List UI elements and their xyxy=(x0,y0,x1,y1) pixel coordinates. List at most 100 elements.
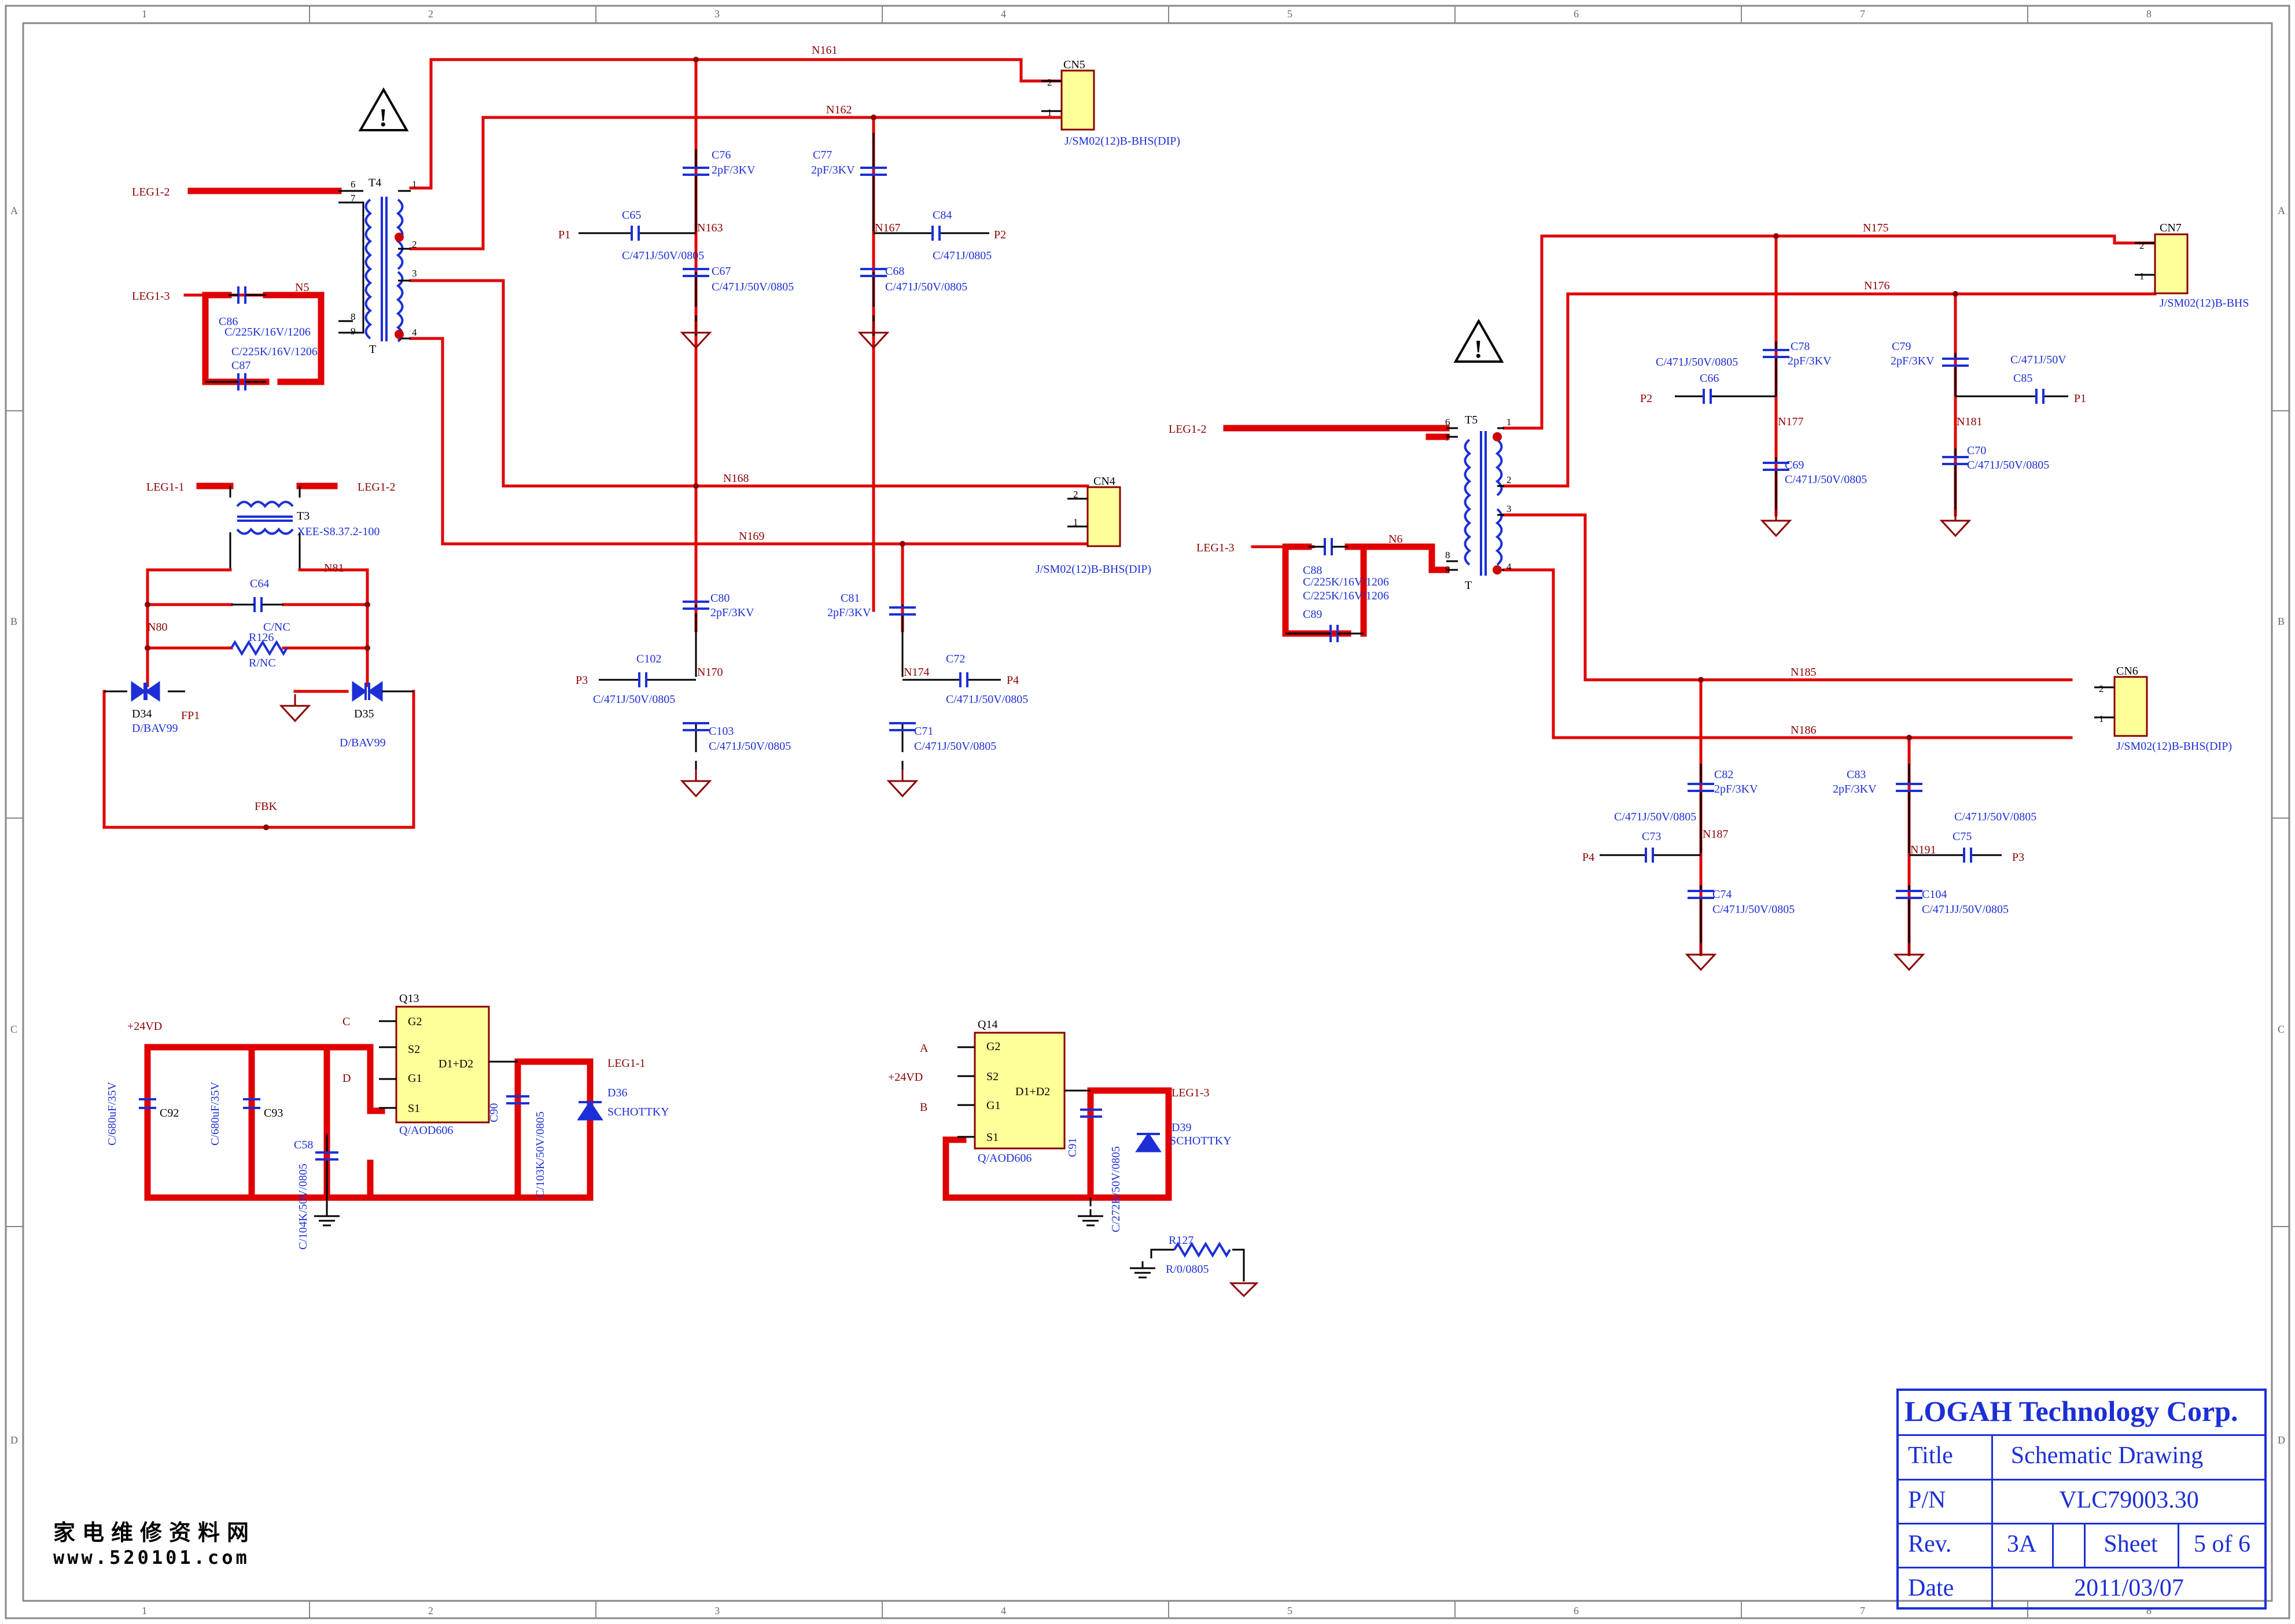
hv-cap-column-c81: C81 2pF/3KV N174 C72 C/471J/50V/0805 C71… xyxy=(827,592,1028,797)
svg-text:C/NC: C/NC xyxy=(263,621,290,634)
port-leg1-1: LEG1-1 xyxy=(146,481,185,494)
row-label: D xyxy=(2278,1434,2285,1446)
svg-text:N181: N181 xyxy=(1957,415,1982,428)
svg-text:FBK: FBK xyxy=(255,800,277,813)
svg-text:C75: C75 xyxy=(1953,830,1972,843)
connector-cn7: CN7 21 J/SM02(12)B-BHS xyxy=(2135,222,2249,310)
svg-text:C67: C67 xyxy=(712,265,731,278)
svg-text:N186: N186 xyxy=(1791,724,1816,736)
svg-text:XEE-S8.37.2-100: XEE-S8.37.2-100 xyxy=(297,525,380,538)
net-label: N161 xyxy=(812,44,837,57)
svg-text:R126: R126 xyxy=(249,631,274,644)
svg-text:2pF/3KV: 2pF/3KV xyxy=(811,164,855,176)
svg-text:2pF/3KV: 2pF/3KV xyxy=(710,606,754,619)
port-leg1-3: LEG1-3 xyxy=(1196,542,1235,554)
svg-text:C71: C71 xyxy=(914,725,933,738)
port-leg1-3: LEG1-3 xyxy=(1172,1087,1210,1099)
svg-text:C92: C92 xyxy=(160,1107,179,1120)
svg-text:SCHOTTKY: SCHOTTKY xyxy=(1170,1135,1232,1147)
svg-text:6: 6 xyxy=(1445,417,1450,428)
svg-text:S1: S1 xyxy=(408,1102,420,1115)
row-label: D xyxy=(10,1434,18,1446)
svg-text:T3: T3 xyxy=(297,510,310,522)
watermark-text: 家电维修资料网 xyxy=(53,1520,256,1545)
hv-cap-column-c76: C76 2pF/3KV C65 C/471J/50V/0805 N163 C67… xyxy=(558,149,794,349)
port-24v: +24VD xyxy=(127,1020,162,1033)
svg-text:C80: C80 xyxy=(710,592,730,605)
svg-text:C/225K/16V/1206: C/225K/16V/1206 xyxy=(231,345,318,358)
svg-text:C93: C93 xyxy=(264,1107,283,1120)
svg-text:7: 7 xyxy=(351,193,356,204)
port-a: A xyxy=(920,1042,929,1055)
svg-text:C89: C89 xyxy=(1303,608,1322,621)
designator: T xyxy=(369,343,376,356)
svg-text:C/103K/50V/0805: C/103K/50V/0805 xyxy=(534,1111,547,1198)
sheet-frame: 1 2 3 4 5 6 7 8 1 2 3 4 5 6 7 8 A B C D … xyxy=(5,5,2290,1619)
pn-label: P/N xyxy=(1908,1487,1946,1513)
svg-text:2pF/3KV: 2pF/3KV xyxy=(1833,783,1877,796)
svg-text:C87: C87 xyxy=(231,359,251,372)
svg-text:C102: C102 xyxy=(636,653,661,665)
hv-cap-column-c82: C82 2pF/3KV C/471J/50V/0805 C73 N187 C74… xyxy=(1582,764,1795,971)
svg-text:C90: C90 xyxy=(488,1103,500,1122)
svg-text:C82: C82 xyxy=(1714,768,1733,781)
svg-text:C/225K/16V/1206: C/225K/16V/1206 xyxy=(224,326,311,338)
svg-text:R127: R127 xyxy=(1169,1234,1193,1247)
col-label: 4 xyxy=(1001,1605,1006,1616)
svg-text:N80: N80 xyxy=(148,621,167,634)
svg-text:C/471J/50V/0805: C/471J/50V/0805 xyxy=(622,249,704,262)
svg-text:R/NC: R/NC xyxy=(249,657,276,669)
svg-text:CN5: CN5 xyxy=(1063,58,1085,71)
col-label: 7 xyxy=(1860,8,1865,20)
svg-text:2: 2 xyxy=(412,239,417,250)
port-p3: P3 xyxy=(576,674,588,687)
row-label: A xyxy=(10,205,18,216)
svg-text:N176: N176 xyxy=(1864,279,1889,292)
port-fp1: FP1 xyxy=(181,709,200,722)
net-label: N168 xyxy=(723,472,749,485)
svg-text:C66: C66 xyxy=(1700,372,1719,385)
sheet-label: Sheet xyxy=(2104,1531,2158,1557)
connector-cn6: CN6 21 J/SM02(12)B-BHS(DIP) xyxy=(2094,665,2232,753)
svg-text:C84: C84 xyxy=(933,209,952,222)
svg-text:SCHOTTKY: SCHOTTKY xyxy=(607,1106,669,1118)
col-label: 6 xyxy=(1574,8,1579,20)
title-value: Schematic Drawing xyxy=(2010,1442,2204,1469)
svg-text:C64: C64 xyxy=(250,577,269,590)
t4-output-network: N161 N162 N168 N169 xyxy=(409,44,1089,632)
svg-text:G2: G2 xyxy=(408,1015,422,1028)
warning-icon: ! xyxy=(358,87,409,132)
svg-text:C/471J/50V/0805: C/471J/50V/0805 xyxy=(885,281,967,293)
col-label: 4 xyxy=(1001,8,1006,20)
hv-cap-column-c77: C77 2pF/3KV N167 C84 C/471J/0805 C68 C/4… xyxy=(811,133,1006,349)
net-label: N162 xyxy=(826,104,852,116)
svg-text:S1: S1 xyxy=(986,1131,999,1144)
rev-value: 3A xyxy=(2006,1531,2037,1557)
svg-text:C/471J/50V/0805: C/471J/50V/0805 xyxy=(1785,473,1867,486)
svg-text:C58: C58 xyxy=(294,1139,313,1151)
svg-text:J/SM02(12)B-BHS(DIP): J/SM02(12)B-BHS(DIP) xyxy=(1064,135,1180,148)
svg-text:N175: N175 xyxy=(1863,222,1888,234)
col-label: 7 xyxy=(1860,1605,1865,1616)
port-p2: P2 xyxy=(994,229,1006,241)
svg-text:C/471J/50V/0805: C/471J/50V/0805 xyxy=(946,693,1028,706)
svg-text:N187: N187 xyxy=(1703,828,1728,841)
q14-driver: Q14 G2 S2 G1 S1 D1+D2 Q/AOD606 A +24VD B… xyxy=(888,1018,1259,1298)
svg-text:N177: N177 xyxy=(1778,415,1803,428)
svg-text:Q/AOD606: Q/AOD606 xyxy=(978,1152,1032,1165)
hv-cap-column-c79: C79 2pF/3KV C/471J/50V C85 N181 C70 C/47… xyxy=(1891,340,2086,537)
watermark-url: www.520101.com xyxy=(53,1546,250,1568)
designator: T4 xyxy=(369,176,381,189)
svg-text:D35: D35 xyxy=(354,708,374,720)
port-c: C xyxy=(342,1015,350,1028)
svg-text:C72: C72 xyxy=(946,653,965,665)
svg-text:C/471J/50V/0805: C/471J/50V/0805 xyxy=(1954,811,2036,823)
capacitors-c86-c87: C86 C/225K/16V/1206 C/225K/16V/1206 C87 xyxy=(202,286,325,391)
svg-text:C86: C86 xyxy=(219,315,238,328)
date-label: Date xyxy=(1908,1575,1954,1601)
row-label: A xyxy=(2278,205,2285,216)
port-p4: P4 xyxy=(1007,674,1019,687)
port-d: D xyxy=(342,1072,351,1085)
col-label: 6 xyxy=(1574,1605,1579,1616)
svg-text:N81: N81 xyxy=(324,562,344,575)
